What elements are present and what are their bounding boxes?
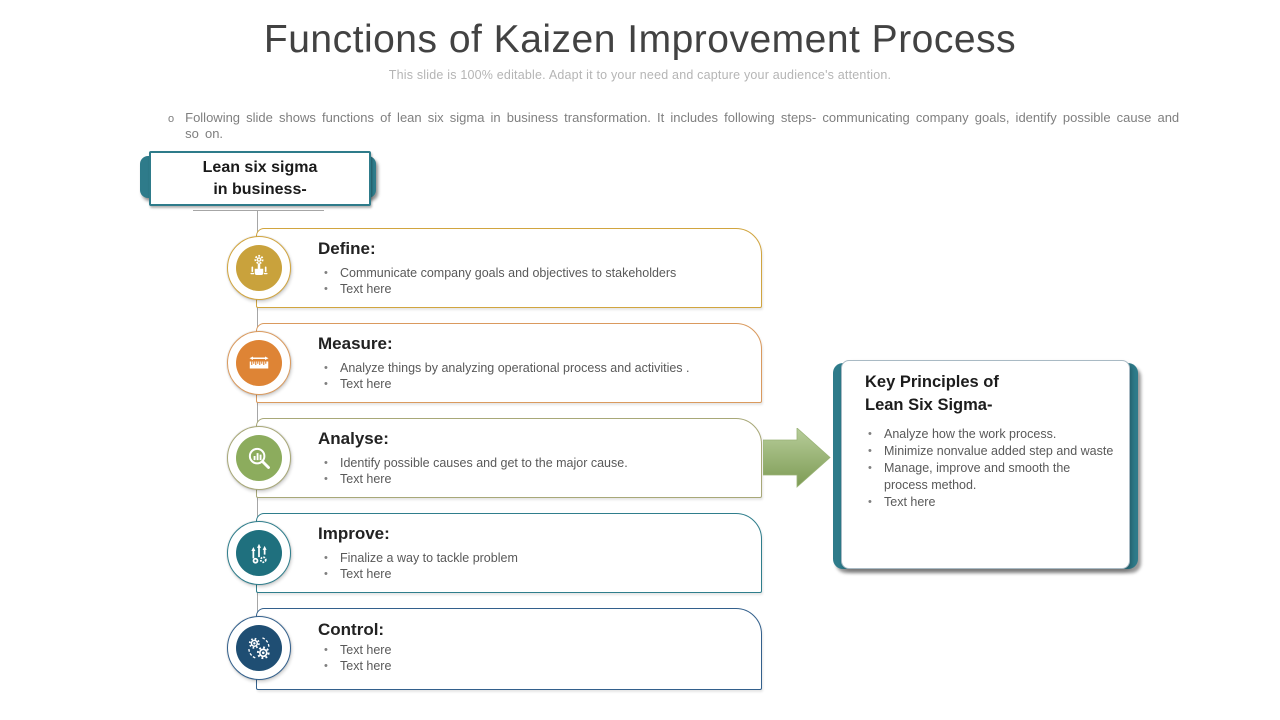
key-title-line2: Lean Six Sigma- [865,396,993,414]
step-circle-analyse [227,426,291,490]
step-bullets-define: Communicate company goals and objectives… [322,265,742,297]
bullet: Identify possible causes and get to the … [322,455,742,471]
key-title-line1: Key Principles of [865,373,999,391]
step-bullets-improve: Finalize a way to tackle problem Text he… [322,550,742,582]
bullet: Minimize nonvalue added step and waste [866,443,1114,460]
bullet: Analyze how the work process. [866,426,1114,443]
key-principles-title: Key Principles of Lean Six Sigma- [865,371,999,417]
step-circle-improve [227,521,291,585]
bullet: Analyze things by analyzing operational … [322,360,742,376]
step-label-analyse: Analyse: [318,429,389,448]
step-circle-measure [227,331,291,395]
intro-text: Following slide shows functions of lean … [185,110,1180,141]
bullet: Text here [322,281,742,297]
bullet: Finalize a way to tackle problem [322,550,742,566]
bullet: Text here [322,658,742,674]
intro-paragraph: o Following slide shows functions of lea… [168,110,1186,142]
lean-six-sigma-box: Lean six sigma in business- [149,151,371,206]
bullet: Text here [322,471,742,487]
hand-gear-icon [250,254,268,275]
connector-horizontal [193,210,324,211]
step-label-control: Control: [318,620,385,639]
step-bullets-analyse: Identify possible causes and get to the … [322,455,742,487]
ruler-icon [249,356,269,369]
key-principles-bullets: Analyze how the work process. Minimize n… [866,426,1114,511]
step-circle-define [227,236,291,300]
step-bullets-measure: Analyze things by analyzing operational … [322,360,742,392]
bullet: Text here [866,494,1114,511]
lean-box-line1: Lean six sigma [202,158,318,176]
step-bullets-control: Text here Text here [322,642,742,674]
bullet: Communicate company goals and objectives… [322,265,742,281]
right-arrow [763,428,831,488]
lean-box-line2: in business- [213,180,307,198]
bullet: Manage, improve and smooth the process m… [866,460,1114,493]
step-label-define: Define: [318,239,376,258]
step-circle-control [227,616,291,680]
subtitle: This slide is 100% editable. Adapt it to… [388,68,892,82]
page-title: Functions of Kaizen Improvement Process [263,18,1017,61]
step-label-measure: Measure: [318,334,393,353]
bullet: Text here [322,376,742,392]
gears-sync-icon [248,637,270,660]
magnifier-chart-icon [248,447,270,469]
intro-bullet-marker: o [168,113,175,125]
step-label-improve: Improve: [318,524,390,543]
bullet: Text here [322,566,742,582]
bullet: Text here [322,642,742,658]
rising-arrows-icon [251,543,267,564]
